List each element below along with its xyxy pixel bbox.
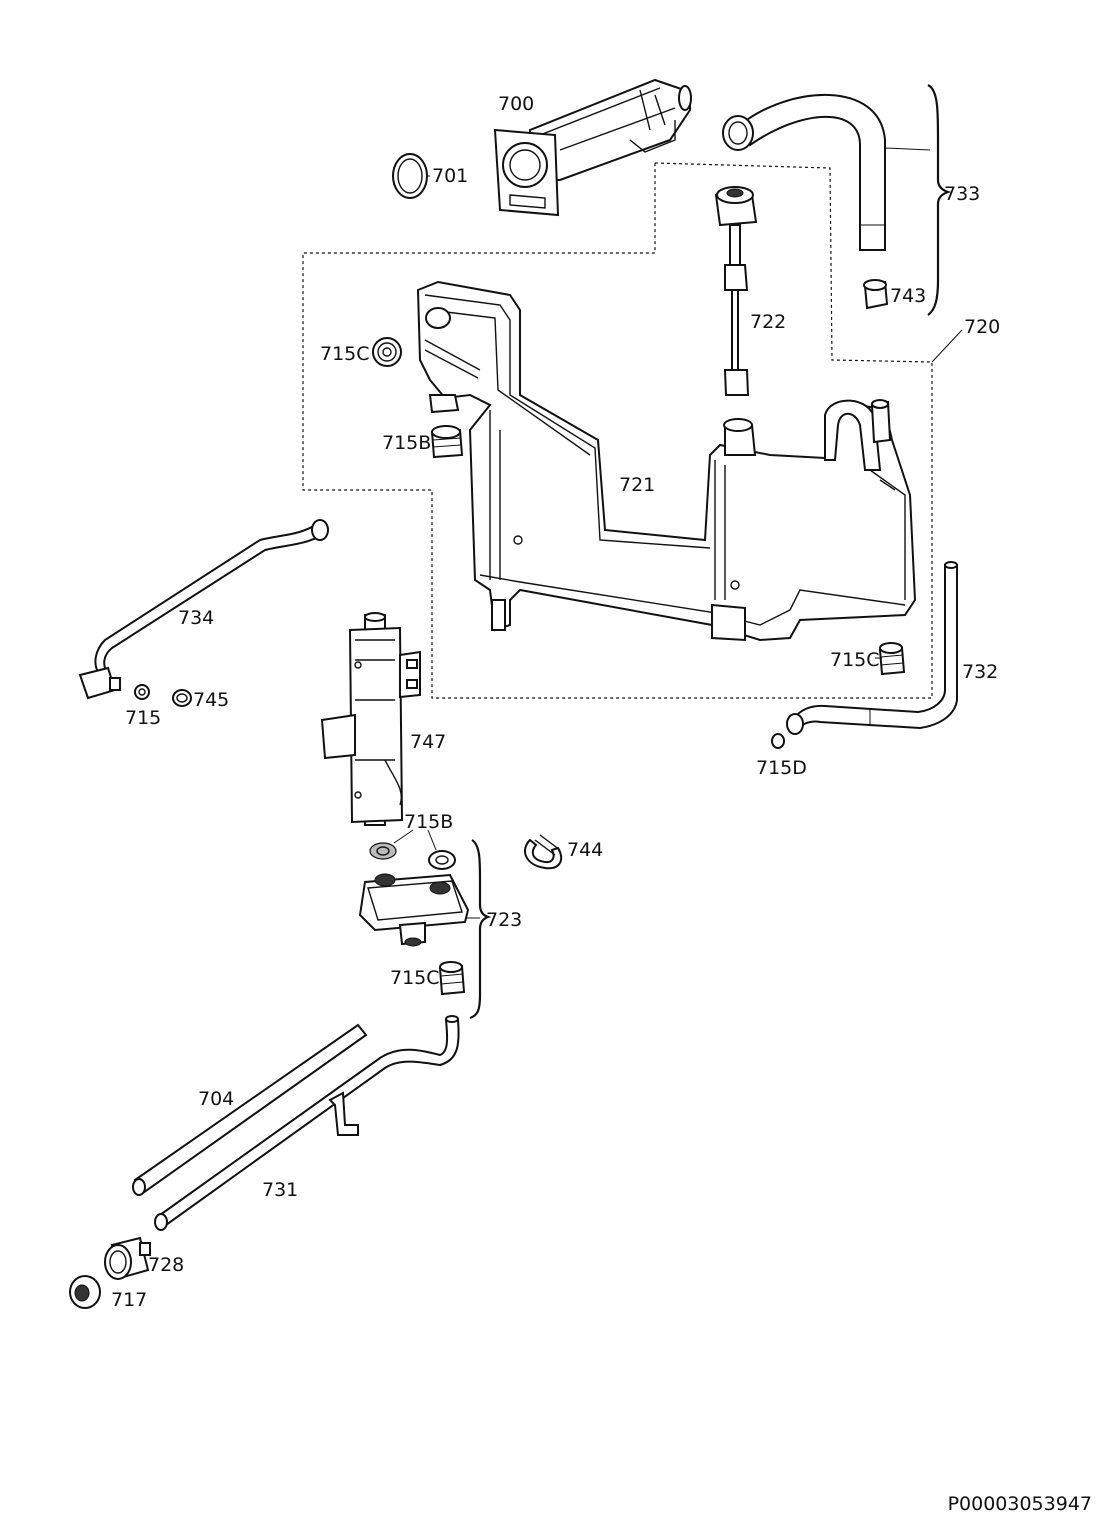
fitting-728[interactable] [104,1236,151,1280]
pipe-731[interactable] [154,1015,460,1231]
leader-lines [427,147,963,919]
bracket-733 [927,84,952,316]
label-747: 747 [410,731,446,753]
distributor-723[interactable] [358,873,470,947]
seal-pair-715b[interactable] [369,829,456,870]
hose-732[interactable] [786,561,958,735]
label-720: 720 [964,316,1000,338]
label-722: 722 [750,311,786,333]
label-715b-pair: 715B [404,811,453,833]
label-744: 744 [567,839,603,861]
water-tank-721[interactable] [416,280,917,642]
pipe-734[interactable] [78,519,329,700]
clamp-744[interactable] [524,834,563,870]
page-code: P00003053947 [947,1493,1092,1515]
label-721: 721 [619,474,655,496]
label-723: 723 [486,909,522,931]
label-715d: 715D [756,757,807,779]
label-715c-bottom: 715C [390,967,440,989]
label-743: 743 [890,285,926,307]
label-731: 731 [262,1179,298,1201]
label-717: 717 [111,1289,147,1311]
bracket-723 [469,839,492,1020]
label-715c-right: 715C [830,649,880,671]
label-728: 728 [148,1254,184,1276]
o-ring-715d[interactable] [771,733,785,749]
float-rod-722[interactable] [714,186,758,396]
label-715: 715 [125,707,161,729]
sensor-block-747[interactable] [320,612,421,826]
washer-715[interactable] [134,684,150,700]
seal-715c-bottom[interactable] [438,961,466,996]
seal-715c-right[interactable] [878,642,906,676]
label-704: 704 [198,1088,234,1110]
label-732: 732 [962,661,998,683]
hose-733[interactable] [722,93,886,251]
seal-715b-top[interactable] [430,425,464,459]
label-715b-top: 715B [382,432,431,454]
label-733: 733 [944,183,980,205]
nut-717[interactable] [69,1275,101,1309]
group-720-outline [302,162,933,699]
label-701: 701 [432,165,468,187]
label-700: 700 [498,93,534,115]
label-715c-top: 715C [320,343,370,365]
label-734: 734 [178,607,214,629]
sleeve-743[interactable] [863,279,889,310]
nut-745[interactable] [172,689,192,707]
seal-715c-top[interactable] [372,337,402,367]
dispenser-700[interactable] [493,78,692,217]
label-745: 745 [193,689,229,711]
gasket-ring-701[interactable] [392,153,428,199]
rod-704[interactable] [132,1023,368,1196]
